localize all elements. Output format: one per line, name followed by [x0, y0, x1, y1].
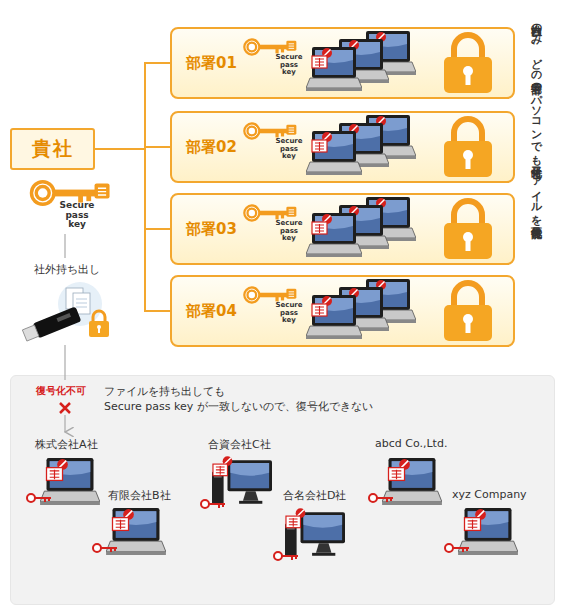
key-caption: Secure pass key — [274, 302, 304, 325]
company-name: xyz Company — [452, 488, 527, 501]
department-title: 部署04 — [186, 302, 237, 321]
note-text: ファイルを持ち出しても — [104, 384, 225, 399]
tree-connector — [95, 63, 170, 149]
company-name: abcd Co.,Ltd. — [375, 437, 447, 450]
company-name: 合資会社C社 — [208, 437, 271, 452]
tree-connector — [95, 149, 170, 229]
company-box: 貴社 — [10, 128, 95, 170]
key-caption: Secure pass key — [58, 201, 96, 230]
company-name: 有限会社B社 — [108, 488, 171, 503]
tree-connector — [95, 147, 170, 149]
key-caption: Secure pass key — [274, 220, 304, 243]
usb-illustration — [22, 282, 109, 343]
company-name: 株式会社A社 — [35, 437, 98, 452]
company-name: 合名会社D社 — [283, 488, 346, 503]
department-title: 部署01 — [186, 54, 237, 73]
warning-label: 復号化不可 — [36, 384, 86, 398]
department-box: 部署04 Secure pass key — [170, 275, 515, 347]
note-text: Secure pass key が一致しないので、復号化できない — [104, 399, 373, 414]
key-caption: Secure pass key — [274, 138, 304, 161]
carry-out-label: 社外持ち出し — [34, 262, 100, 277]
department-box: 部署02 Secure pass key — [170, 111, 515, 183]
department-title: 部署03 — [186, 220, 237, 239]
company-title: 貴社 — [32, 136, 74, 162]
department-title: 部署02 — [186, 138, 237, 157]
tree-connector — [95, 149, 170, 311]
department-box: 部署01 Secure pass key — [170, 27, 515, 99]
side-note: 自社内のみ、どの部署のパソコンでも暗号化ファイルを復号化可能 — [523, 16, 543, 366]
leader-line — [64, 234, 65, 258]
key-caption: Secure pass key — [274, 54, 304, 77]
department-box: 部署03 Secure pass key — [170, 193, 515, 265]
